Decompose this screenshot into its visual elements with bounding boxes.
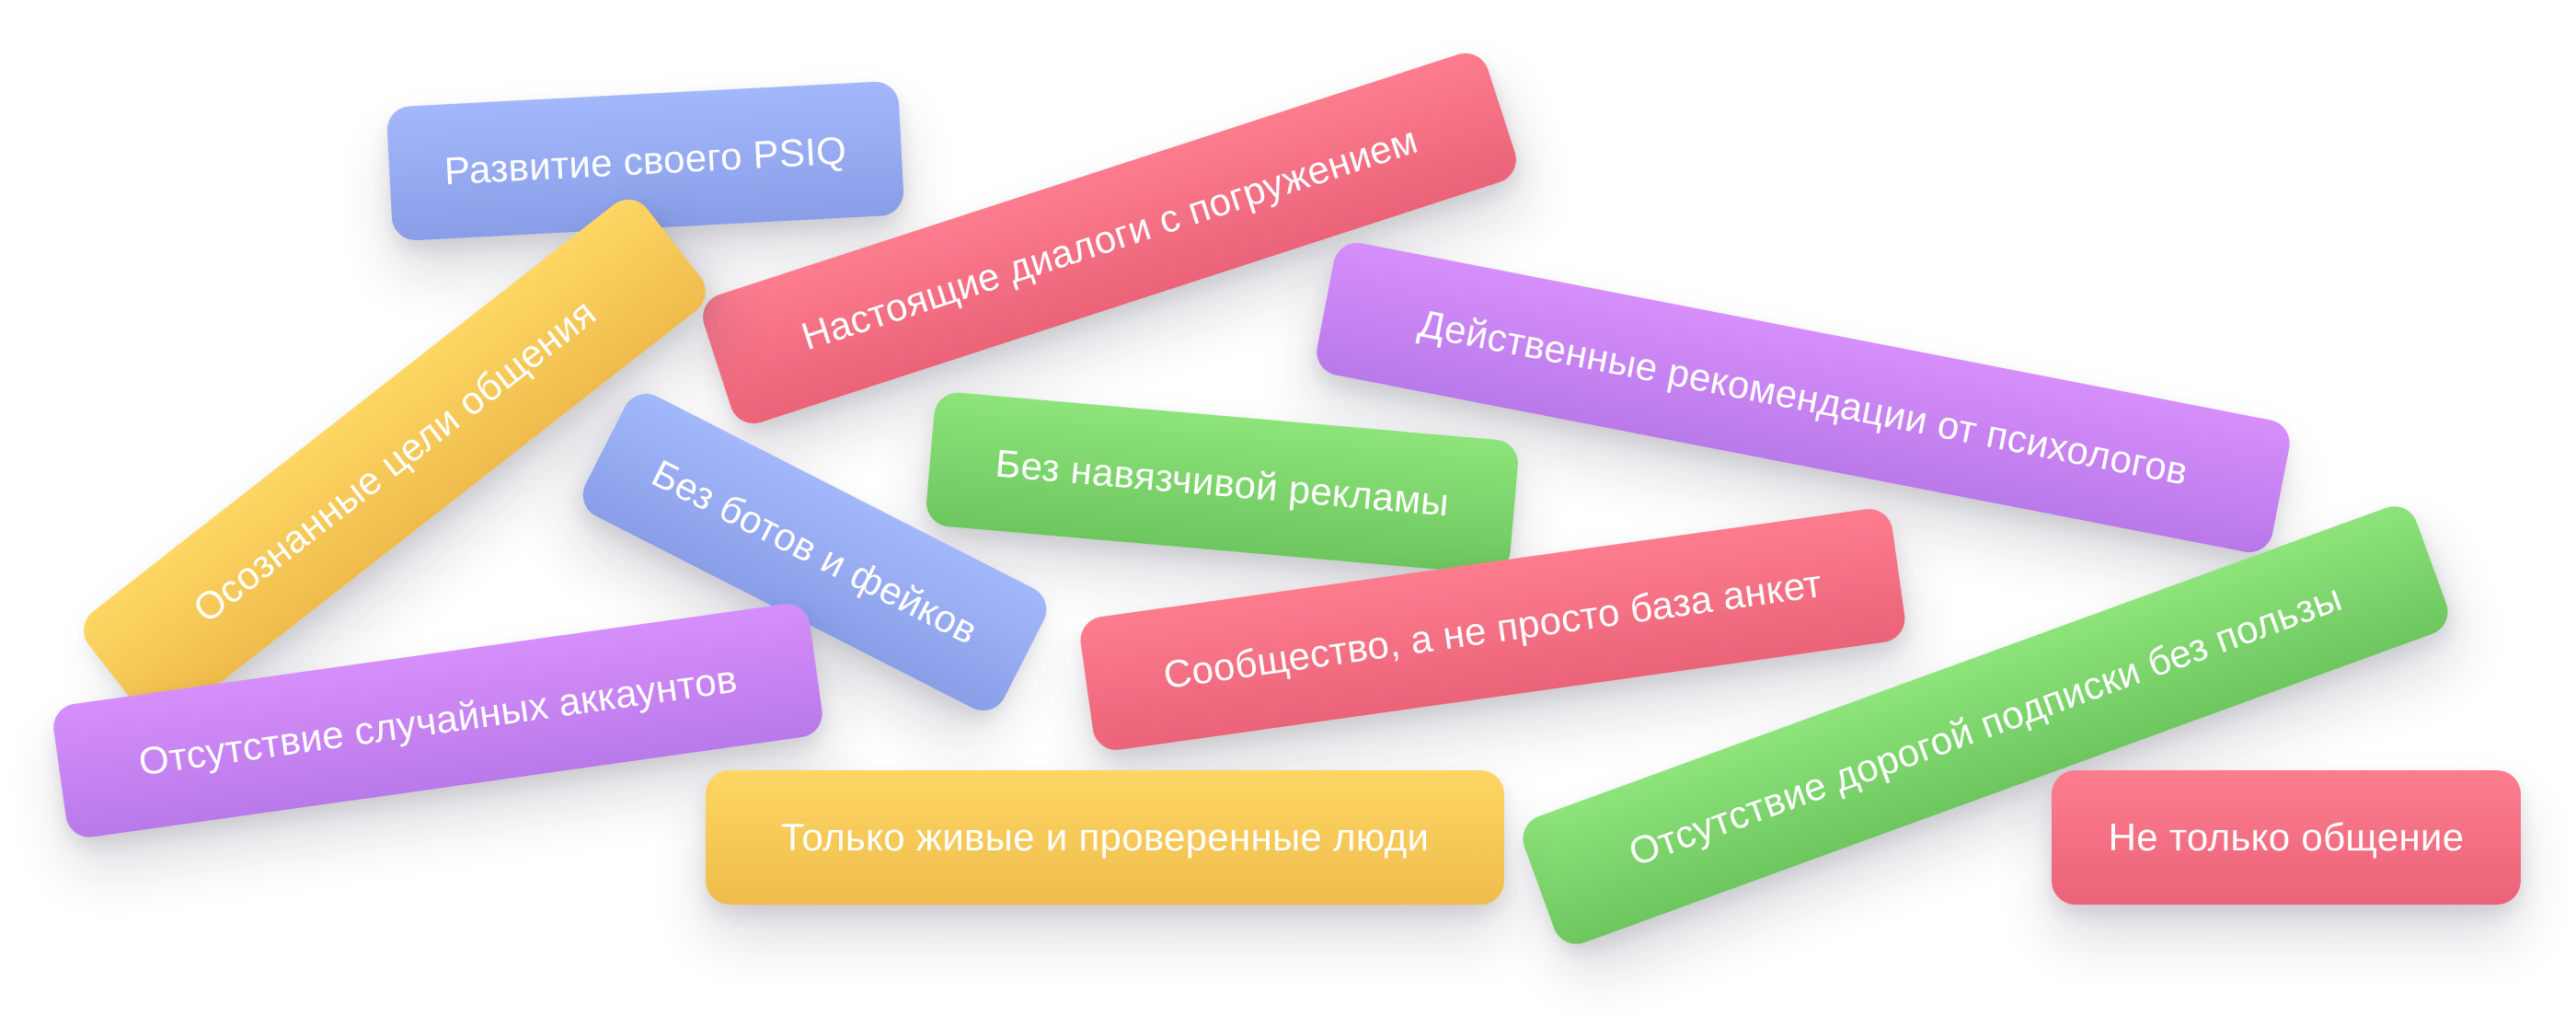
tag-label: Не только общение xyxy=(2108,815,2465,859)
tag-label: Сообщество, а не просто база анкет xyxy=(1160,561,1825,698)
tag-label: Развитие своего PSIQ xyxy=(443,128,848,193)
tag-not-only-communication: Не только общение xyxy=(2052,770,2521,905)
tag-label: Действенные рекомендации от психологов xyxy=(1415,301,2192,493)
tag-no-ads: Без навязчивой рекламы xyxy=(924,390,1521,576)
tag-label: Осознанные цели общения xyxy=(185,290,604,631)
tag-real-verified-people: Только живые и проверенные люди xyxy=(706,770,1504,905)
tag-label: Без навязчивой рекламы xyxy=(994,441,1451,525)
tag-label: Только живые и проверенные люди xyxy=(780,815,1430,859)
